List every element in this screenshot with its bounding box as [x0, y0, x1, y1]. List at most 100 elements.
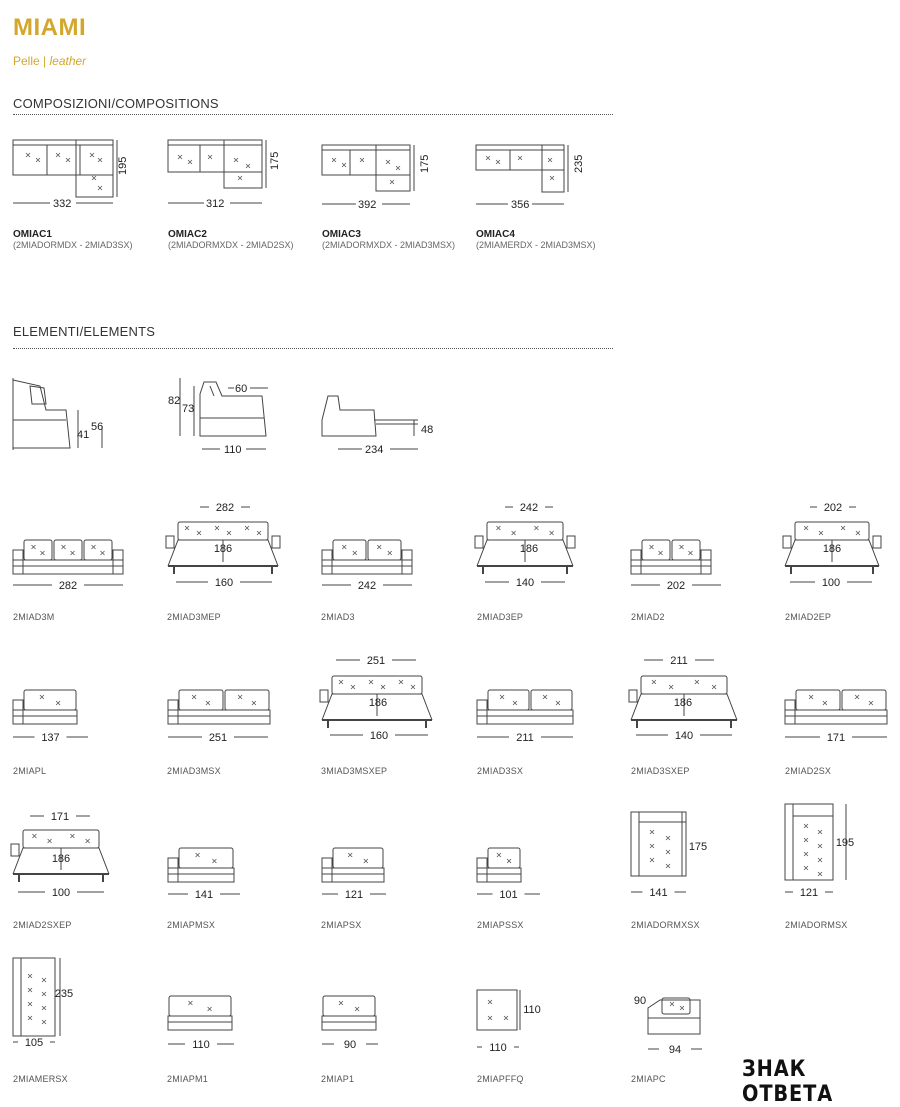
- dimension-label: 186: [823, 543, 841, 555]
- dimension-label: 312: [206, 198, 224, 210]
- dimension-label: 234: [365, 444, 383, 456]
- sofa-front-drawing: [167, 689, 271, 725]
- element-code: 2MIAMERSX: [13, 1074, 68, 1084]
- material-en: leather: [49, 54, 87, 68]
- element-code: 2MIADORMSX: [785, 920, 848, 930]
- dimension-label: 251: [209, 732, 227, 744]
- material-label: Pelle | leather: [13, 54, 86, 68]
- dimension-label: 356: [511, 199, 529, 211]
- dimension-label: 101: [499, 889, 517, 901]
- element-code: 2MIAPSX: [321, 920, 362, 930]
- dimension-label: 202: [824, 502, 842, 514]
- material-it: Pelle: [13, 54, 40, 68]
- sofa-bed-drawing: [782, 521, 882, 574]
- answer-stamp: ЗНАК ОТВЕТА: [742, 1057, 834, 1107]
- sofa-front-drawing: [784, 689, 888, 725]
- element-code: 2MIAP1: [321, 1074, 355, 1084]
- dimension-label: 175: [689, 841, 707, 853]
- chaise-drawing: [784, 803, 834, 881]
- sofa-front-drawing: [321, 539, 413, 575]
- element-code: 2MIAD3MSX: [167, 766, 221, 776]
- sofa-front-drawing: [630, 539, 712, 575]
- composition-code: OMIAC2: [168, 229, 207, 240]
- dimension-label: 211: [516, 732, 534, 744]
- element-code: 2MIAPSSX: [477, 920, 524, 930]
- dimension-label: 160: [215, 577, 233, 589]
- dimension-label: 242: [520, 502, 538, 514]
- composition-drawing: [475, 144, 569, 205]
- element-code: 2MIAD3MEP: [167, 612, 221, 622]
- dimension-label: 73: [182, 403, 194, 415]
- dimension-label: 171: [827, 732, 845, 744]
- composition-drawing: [12, 139, 118, 204]
- element-code: 2MIAD2SX: [785, 766, 832, 776]
- elements-divider: [13, 348, 613, 349]
- dimension-label: 141: [649, 887, 667, 899]
- sofa-front-drawing: [167, 847, 235, 883]
- dimension-label: 56: [91, 421, 103, 433]
- composition-code: OMIAC3: [322, 229, 361, 240]
- sofa-front-drawing: [476, 847, 522, 883]
- composition-parts: (2MIAMERDX - 2MIAD3MSX): [476, 240, 596, 250]
- chaise-drawing: [12, 957, 56, 1037]
- composition-code: OMIAC4: [476, 229, 515, 240]
- dimension-label: 171: [51, 811, 69, 823]
- chaise-drawing: [630, 811, 687, 877]
- dimension-label: 90: [344, 1039, 356, 1051]
- dimension-label: 392: [358, 199, 376, 211]
- composition-drawing: [321, 144, 415, 205]
- element-code: 2MIAD2EP: [785, 612, 832, 622]
- dimension-label: 105: [25, 1037, 43, 1049]
- element-code: 2MIAPC: [631, 1074, 666, 1084]
- dimension-label: 121: [800, 887, 818, 899]
- material-separator: |: [39, 54, 50, 68]
- dimension-label: 195: [836, 837, 854, 849]
- element-code: 2MIAD3SX: [477, 766, 524, 776]
- dimension-label: 140: [516, 577, 534, 589]
- sofa-bed-drawing: [474, 521, 576, 574]
- dimension-label: 202: [667, 580, 685, 592]
- dimension-label: 110: [224, 444, 242, 456]
- dimension-label: 100: [52, 887, 70, 899]
- dimension-label: 186: [214, 543, 232, 555]
- dimension-label: 282: [216, 502, 234, 514]
- composition-drawing: [167, 139, 267, 204]
- sofa-front-drawing: [167, 995, 233, 1031]
- element-code: 2MIAD3M: [13, 612, 55, 622]
- sofa-front-drawing: [321, 847, 385, 883]
- dimension-label: 186: [674, 697, 692, 709]
- element-code: 2MIAPFFQ: [477, 1074, 524, 1084]
- composition-parts: (2MIADORMDX - 2MIAD3SX): [13, 240, 133, 250]
- elements-heading: ELEMENTI/ELEMENTS: [13, 324, 156, 339]
- element-code: 2MIAPM1: [167, 1074, 208, 1084]
- element-code: 2MIAD3EP: [477, 612, 524, 622]
- element-code: 2MIAPMSX: [167, 920, 216, 930]
- dimension-label: 175: [419, 155, 431, 173]
- dimension-label: 137: [41, 732, 59, 744]
- dimension-label: 48: [421, 424, 433, 436]
- compositions-divider: [13, 114, 613, 115]
- dimension-label: 100: [822, 577, 840, 589]
- dimension-label: 160: [370, 730, 388, 742]
- dimension-label: 110: [523, 1004, 541, 1016]
- dimension-label: 41: [77, 429, 89, 441]
- dimension-label: 110: [489, 1042, 507, 1054]
- element-code: 3MIAD3MSXEP: [321, 766, 388, 776]
- composition-parts: (2MIADORMXDX - 2MIAD2SX): [168, 240, 294, 250]
- composition-code: OMIAC1: [13, 229, 52, 240]
- dimension-label: 195: [117, 157, 129, 175]
- pouf-drawing: [476, 989, 518, 1031]
- dimension-label: 332: [53, 198, 71, 210]
- dimension-label: 121: [345, 889, 363, 901]
- dimension-label: 235: [55, 988, 73, 1000]
- sofa-bed-drawing: [10, 829, 110, 882]
- dimension-label: 186: [520, 543, 538, 555]
- dimension-label: 186: [369, 697, 387, 709]
- sofa-front-drawing: [12, 689, 78, 725]
- product-title: MIAMI: [13, 14, 87, 41]
- dimension-label: 141: [195, 889, 213, 901]
- sofa-front-drawing: [476, 689, 574, 725]
- sofa-front-drawing: [321, 995, 377, 1031]
- dimension-label: 60: [235, 383, 247, 395]
